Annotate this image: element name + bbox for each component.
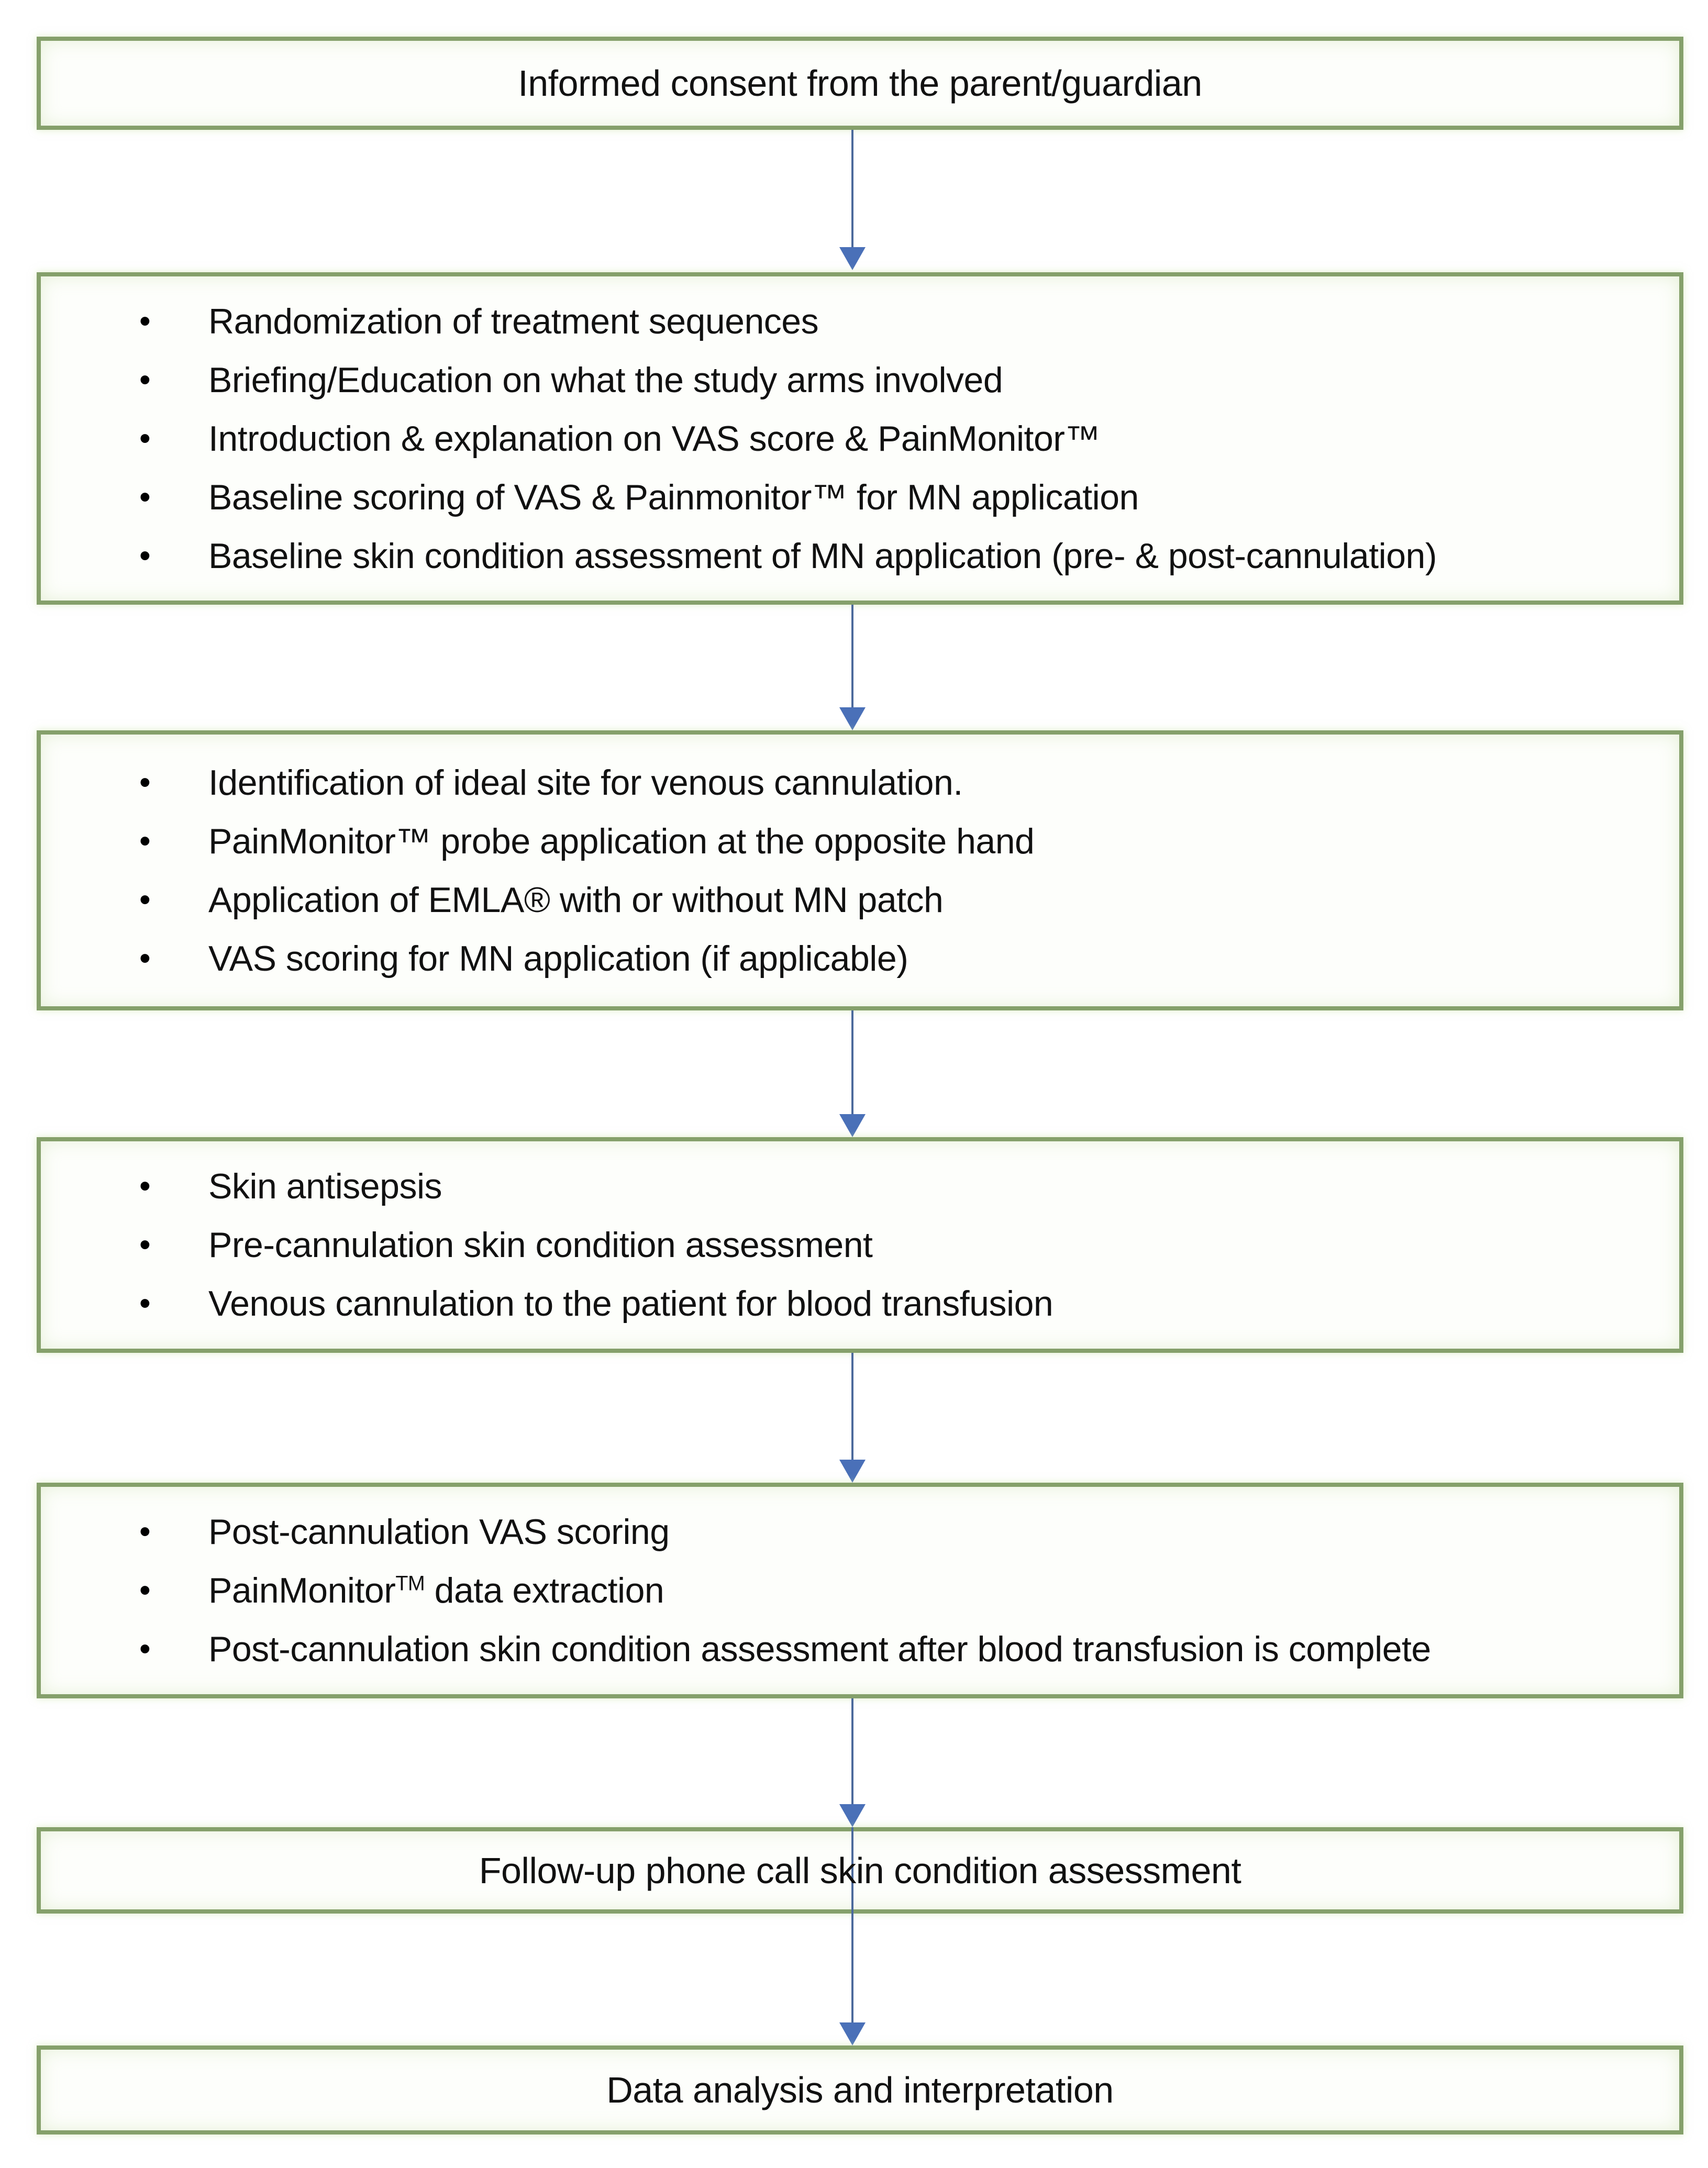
flow-arrow-3 [839,1010,866,1137]
flow-arrow-1 [839,130,866,270]
list-item-text: PainMonitor™ probe application at the op… [208,821,1035,861]
arrow-shaft [851,130,853,249]
arrow-shaft [851,605,853,709]
flow-arrow-2 [839,605,866,730]
list-item: • Introduction & explanation on VAS scor… [139,418,1658,459]
step-informed-consent-label: Informed consent from the parent/guardia… [518,63,1202,104]
list-item: • Application of EMLA® with or without M… [139,880,1658,920]
trademark-superscript: TM [395,1572,425,1595]
list-item-text: Randomization of treatment sequences [208,301,819,341]
list-item-text: Venous cannulation to the patient for bl… [208,1284,1053,1324]
list-item-text: Post-cannulation VAS scoring [208,1512,670,1552]
bullet-icon: • [139,881,151,918]
list-item: • PainMonitorTM data extraction [139,1570,1658,1611]
arrow-shaft [851,1698,853,1806]
list-item-text: PainMonitorTM data extraction [208,1570,1658,1611]
bullet-icon: • [139,479,151,515]
bullet-icon: • [139,1572,151,1608]
list-item-text: Baseline skin condition assessment of MN… [208,536,1437,576]
arrow-shaft [851,1010,853,1116]
bullet-icon: • [139,361,151,398]
arrow-head-icon [839,2022,866,2045]
list-item: • Baseline scoring of VAS & Painmonitor™… [139,477,1658,518]
list-item: • VAS scoring for MN application (if app… [139,938,1658,979]
step-follow-up: Follow-up phone call skin condition asse… [37,1827,1683,1914]
step-data-analysis: Data analysis and interpretation [37,2045,1683,2134]
list-item: • Randomization of treatment sequences [139,301,1658,342]
list-item: • Briefing/Education on what the study a… [139,360,1658,401]
list-item-text: Application of EMLA® with or without MN … [208,880,944,920]
list-item-text: Briefing/Education on what the study arm… [208,360,1003,400]
arrow-shaft [851,1353,853,1462]
step-follow-up-label: Follow-up phone call skin condition asse… [479,1850,1241,1891]
bullet-icon: • [139,940,151,976]
arrow-head-icon [839,1460,866,1483]
list-item: • Post-cannulation VAS scoring [139,1511,1658,1552]
list-item: • Identification of ideal site for venou… [139,762,1658,803]
list-item-text: VAS scoring for MN application (if appli… [208,938,908,979]
bullet-icon: • [139,822,151,859]
bullet-icon: • [139,1631,151,1667]
bullet-icon: • [139,764,151,801]
list-item: • Venous cannulation to the patient for … [139,1283,1658,1324]
step-informed-consent: Informed consent from the parent/guardia… [37,37,1683,130]
brand-name: PainMonitor [208,1571,396,1610]
list-item-text: Skin antisepsis [208,1166,442,1206]
step-data-analysis-label: Data analysis and interpretation [606,2070,1114,2110]
list-item-text: Post-cannulation skin condition assessme… [208,1629,1431,1669]
bullet-icon: • [139,1168,151,1204]
flow-arrow-6 [839,1914,866,2045]
list-item-text: Identification of ideal site for venous … [208,762,963,803]
list-item-text: Baseline scoring of VAS & Painmonitor™ f… [208,477,1139,517]
list-item: • PainMonitor™ probe application at the … [139,821,1658,862]
list-item: • Pre-cannulation skin condition assessm… [139,1225,1658,1265]
bullet-icon: • [139,1285,151,1321]
arrow-head-icon [839,707,866,730]
bullet-icon: • [139,420,151,457]
bullet-icon: • [139,537,151,574]
flow-arrow-5 [839,1698,866,1827]
list-item: • Baseline skin condition assessment of … [139,536,1658,576]
step-randomization-briefing: • Randomization of treatment sequences •… [37,272,1683,605]
arrow-head-icon [839,247,866,270]
list-item-text: Pre-cannulation skin condition assessmen… [208,1225,873,1265]
step-post-cannulation: • Post-cannulation VAS scoring • PainMon… [37,1483,1683,1698]
list-item: • Skin antisepsis [139,1166,1658,1207]
arrow-head-icon [839,1804,866,1827]
list-item: • Post-cannulation skin condition assess… [139,1629,1658,1670]
flow-arrow-4 [839,1353,866,1483]
bullet-icon: • [139,1514,151,1550]
list-item-text-rest: data extraction [425,1571,664,1610]
bullet-icon: • [139,303,151,339]
arrow-shaft [851,1914,853,2025]
bullet-icon: • [139,1227,151,1263]
step-site-identification: • Identification of ideal site for venou… [37,730,1683,1010]
step-cannulation: • Skin antisepsis • Pre-cannulation skin… [37,1137,1683,1353]
list-item-text: Introduction & explanation on VAS score … [208,418,1100,459]
arrow-head-icon [839,1114,866,1137]
